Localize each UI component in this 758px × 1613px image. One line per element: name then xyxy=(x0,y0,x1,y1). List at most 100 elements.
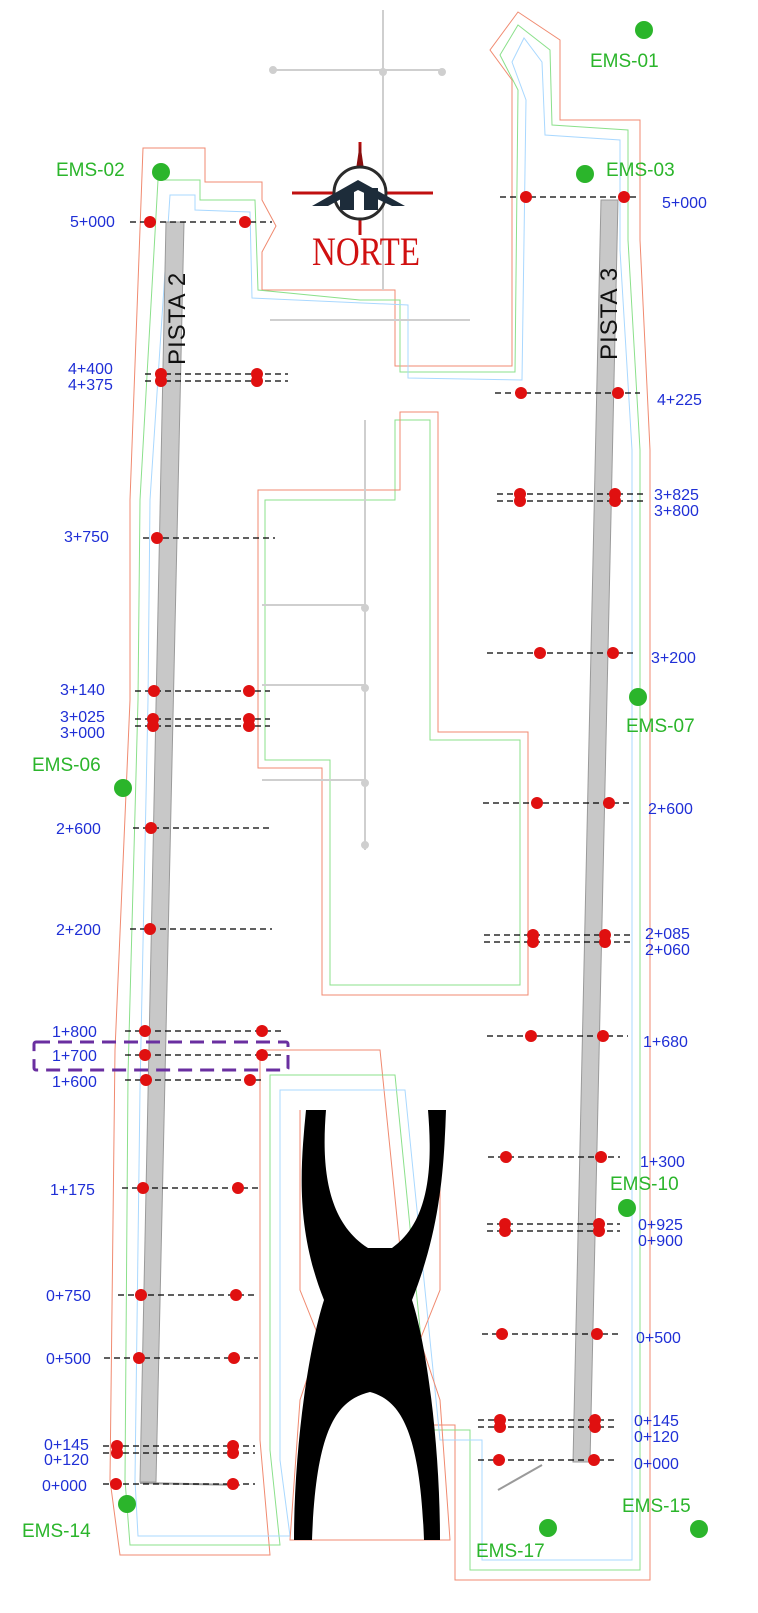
ems06-label: EMS-06 xyxy=(32,755,101,776)
p3-station-0500: 0+500 xyxy=(636,1330,681,1347)
ems02-label: EMS-02 xyxy=(56,160,125,181)
ems10-marker xyxy=(618,1199,636,1217)
station-marker xyxy=(135,1289,147,1301)
p3-station-3800: 3+800 xyxy=(654,503,699,520)
ems-stations: EMS-01 EMS-02 EMS-03 EMS-06 EMS-07 EMS-1… xyxy=(22,21,708,1562)
station-marker xyxy=(133,1352,145,1364)
p2-station-2200: 2+200 xyxy=(56,922,101,939)
p2-station-1700: 1+700 xyxy=(52,1048,97,1065)
station-marker xyxy=(139,1025,151,1037)
station-marker xyxy=(595,1151,607,1163)
p2-station-3000: 3+000 xyxy=(60,725,105,742)
p2-station-0500: 0+500 xyxy=(46,1351,91,1368)
station-marker xyxy=(256,1049,268,1061)
station-marker xyxy=(494,1421,506,1433)
station-marker xyxy=(599,936,611,948)
apron-shape xyxy=(294,1110,446,1540)
ems01-marker xyxy=(635,21,653,39)
station-marker xyxy=(151,532,163,544)
station-marker xyxy=(496,1328,508,1340)
p3-station-2600: 2+600 xyxy=(648,801,693,818)
station-marker xyxy=(531,797,543,809)
runway-pista2-strip xyxy=(139,221,185,1483)
runway-pista3-strip xyxy=(572,199,619,1463)
p2-station-0145: 0+145 xyxy=(44,1437,89,1454)
station-marker xyxy=(515,387,527,399)
station-marker xyxy=(140,1074,152,1086)
station-marker xyxy=(593,1225,605,1237)
station-marker xyxy=(227,1447,239,1459)
ems17-marker xyxy=(539,1519,557,1537)
p2-station-5000: 5+000 xyxy=(70,214,115,231)
p3-station-5000: 5+000 xyxy=(662,195,707,212)
p3-station-0145: 0+145 xyxy=(634,1413,679,1430)
station-marker xyxy=(111,1447,123,1459)
p3-station-1680: 1+680 xyxy=(643,1034,688,1051)
station-marker xyxy=(618,191,630,203)
p2-station-0120: 0+120 xyxy=(44,1452,89,1469)
p3-station-0900: 0+900 xyxy=(638,1233,683,1250)
p2-station-2600: 2+600 xyxy=(56,821,101,838)
pista3-station-labels: 5+000 4+225 3+825 3+800 3+200 2+600 2+08… xyxy=(634,195,707,1473)
highlight-box xyxy=(32,1040,290,1072)
p2-station-0000: 0+000 xyxy=(42,1478,87,1495)
p2-station-1175: 1+175 xyxy=(50,1182,95,1199)
station-marker xyxy=(243,685,255,697)
ems06-marker xyxy=(114,779,132,797)
ems07-label: EMS-07 xyxy=(626,716,695,737)
station-marker xyxy=(244,1074,256,1086)
p3-station-3825: 3+825 xyxy=(654,487,699,504)
station-marker xyxy=(256,1025,268,1037)
station-marker xyxy=(588,1454,600,1466)
p2-station-1800: 1+800 xyxy=(52,1024,97,1041)
station-marker xyxy=(500,1151,512,1163)
ems02-marker xyxy=(152,163,170,181)
ems03-marker xyxy=(576,165,594,183)
ems14-marker xyxy=(118,1495,136,1513)
station-marker xyxy=(534,647,546,659)
p2-station-0750: 0+750 xyxy=(46,1288,91,1305)
ems14-label: EMS-14 xyxy=(22,1521,91,1542)
p3-station-2085: 2+085 xyxy=(645,926,690,943)
station-marker xyxy=(243,720,255,732)
station-marker xyxy=(603,797,615,809)
compass-label: NORTE xyxy=(312,229,420,274)
taxiway-network xyxy=(262,10,470,850)
ems03-label: EMS-03 xyxy=(606,160,675,181)
ems01-label: EMS-01 xyxy=(590,51,659,72)
station-marker xyxy=(228,1352,240,1364)
p3-station-4225: 4+225 xyxy=(657,392,702,409)
p3-station-0000: 0+000 xyxy=(634,1456,679,1473)
station-marker xyxy=(144,923,156,935)
p2-station-3140: 3+140 xyxy=(60,682,105,699)
ems17-label: EMS-17 xyxy=(476,1541,545,1562)
runways: PISTA 2 PISTA 3 xyxy=(139,199,623,1491)
ems15-label: EMS-15 xyxy=(622,1496,691,1517)
station-marker xyxy=(155,375,167,387)
station-marker xyxy=(110,1478,122,1490)
station-marker xyxy=(514,495,526,507)
station-marker xyxy=(525,1030,537,1042)
p3-station-0925: 0+925 xyxy=(638,1217,683,1234)
station-marker xyxy=(232,1182,244,1194)
station-marker xyxy=(227,1478,239,1490)
ems10-label: EMS-10 xyxy=(610,1174,679,1195)
station-marker xyxy=(148,685,160,697)
p2-station-3750: 3+750 xyxy=(64,529,109,546)
station-marker xyxy=(612,387,624,399)
p2-station-1600: 1+600 xyxy=(52,1074,97,1091)
station-marker xyxy=(147,720,159,732)
runway-label-pista3: PISTA 3 xyxy=(596,267,623,360)
station-marker xyxy=(239,216,251,228)
station-marker xyxy=(137,1182,149,1194)
station-marker xyxy=(597,1030,609,1042)
station-marker xyxy=(591,1328,603,1340)
station-marker xyxy=(527,936,539,948)
station-marker xyxy=(520,191,532,203)
station-lines xyxy=(103,191,643,1490)
station-marker xyxy=(493,1454,505,1466)
station-marker xyxy=(145,822,157,834)
north-compass: NORTE xyxy=(292,142,433,274)
p3-station-0120: 0+120 xyxy=(634,1429,679,1446)
station-marker xyxy=(499,1225,511,1237)
